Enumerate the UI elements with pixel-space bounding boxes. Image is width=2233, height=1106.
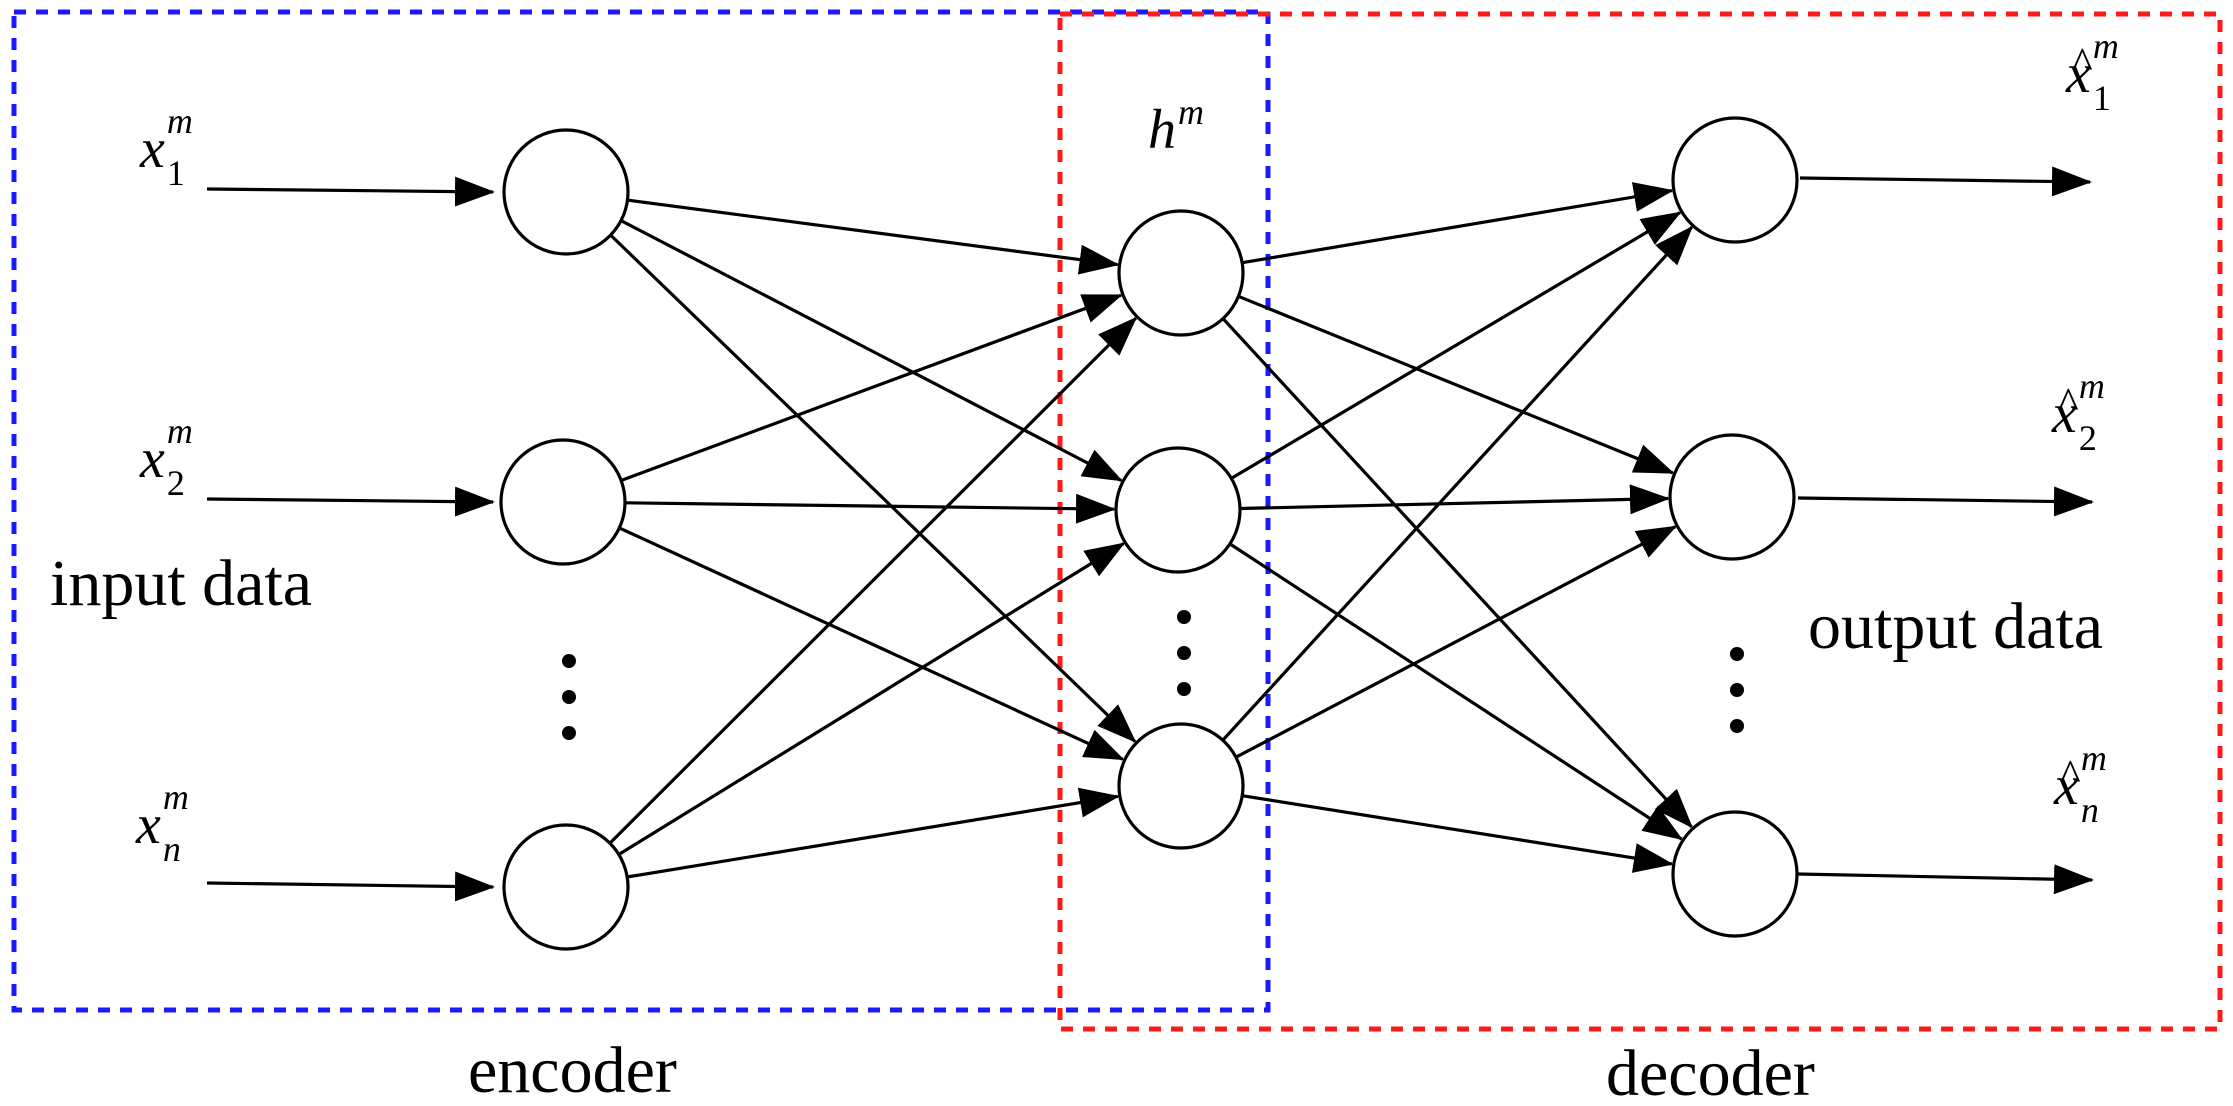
output-label-2: ^ x2m	[2051, 366, 2105, 458]
input-arrow-n	[206, 871, 495, 902]
encoder-edge-3-3	[626, 787, 1120, 879]
encoder-edge-2-3	[618, 526, 1125, 761]
input-data-label: input data	[50, 547, 312, 620]
decoder-edge-3-2	[1235, 525, 1678, 759]
encoder-edge-3-2	[617, 542, 1126, 856]
input-arrow-1	[206, 176, 495, 207]
encoder-edge-1-3	[609, 233, 1137, 743]
hidden-node-1	[1117, 209, 1245, 337]
ellipsis-output-layer	[1730, 647, 1744, 733]
decoder-label: decoder	[1606, 1037, 1815, 1106]
hidden-label: hm	[1148, 92, 1204, 161]
decoder-edge-3-3	[1241, 794, 1674, 873]
svg-text:^: ^	[2060, 751, 2081, 800]
output-data-label: output data	[1808, 590, 2103, 663]
input-label-1: x1m	[139, 101, 193, 193]
output-arrow-2	[1797, 486, 2094, 517]
svg-text:^: ^	[2072, 39, 2093, 88]
input-node-1	[502, 128, 630, 256]
ellipsis-hidden-layer	[1177, 610, 1191, 696]
ellipsis-input-layer	[562, 654, 576, 740]
svg-text:^: ^	[2058, 379, 2079, 428]
nodes	[499, 116, 1799, 951]
encoder-edge-2-2	[624, 493, 1116, 524]
connections	[608, 182, 1694, 879]
encoder-edge-3-1	[608, 316, 1138, 845]
output-node-2	[1668, 433, 1796, 561]
decoder-box	[1057, 11, 2223, 1032]
hidden-node-n	[1117, 722, 1245, 850]
input-label-n: xnm	[135, 777, 189, 869]
encoder-edge-1-1	[627, 198, 1120, 275]
input-arrow-2	[206, 486, 495, 517]
output-label-n: ^ xnm	[2053, 738, 2107, 830]
decoder-edge-2-3	[1229, 542, 1684, 841]
output-node-1	[1671, 116, 1799, 244]
output-label-1: ^ x1m	[2065, 26, 2119, 118]
input-node-2	[499, 438, 627, 566]
decoder-edge-3-1	[1221, 225, 1694, 742]
encoder-edge-2-1	[620, 293, 1123, 483]
decoder-edge-1-3	[1221, 317, 1693, 829]
encoder-label: encoder	[468, 1034, 677, 1106]
output-node-n	[1671, 810, 1799, 938]
io-arrows	[206, 166, 2094, 902]
input-node-n	[502, 823, 630, 951]
svg-text:xnm: xnm	[2053, 738, 2107, 830]
decoder-edge-2-1	[1230, 211, 1682, 480]
svg-text:x2m: x2m	[2051, 366, 2105, 458]
decoder-edge-1-1	[1241, 182, 1674, 265]
input-label-2: x2m	[139, 411, 193, 503]
hidden-node-2	[1114, 446, 1242, 574]
output-arrow-n	[1797, 864, 2094, 895]
decoder-edge-2-2	[1239, 484, 1670, 515]
svg-text:x1m: x1m	[2065, 26, 2119, 118]
encoder-edge-1-2	[620, 219, 1123, 482]
decoder-edge-1-2	[1237, 294, 1675, 475]
output-arrow-1	[1799, 166, 2092, 197]
encoder-box	[11, 9, 1271, 1013]
